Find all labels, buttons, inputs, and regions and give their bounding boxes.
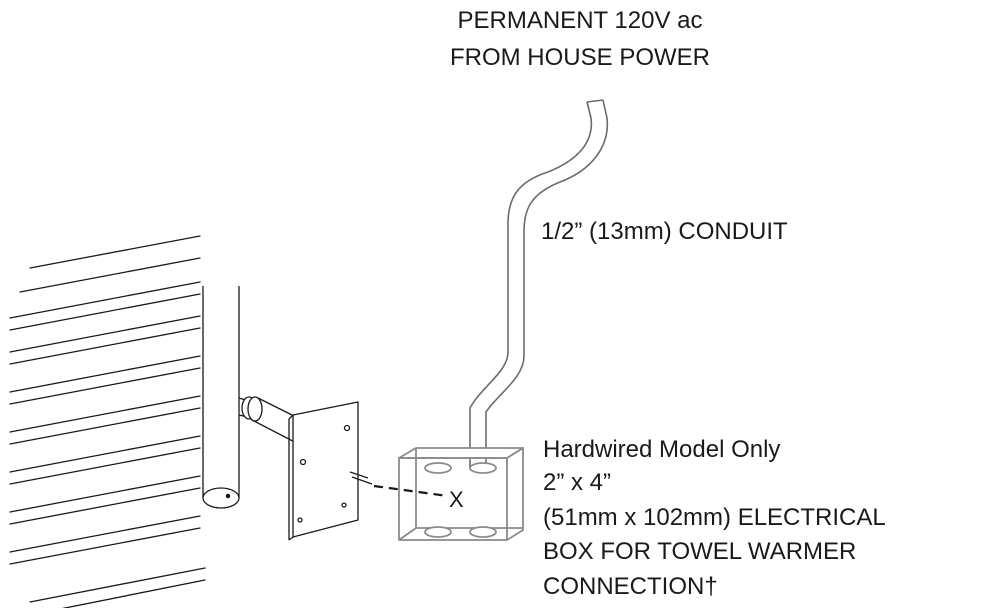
conduit [469,99,609,470]
wall-mount-bracket [238,396,359,541]
conduit-label: 1/2” (13mm) CONDUIT [541,218,788,245]
towel-warmer-bars [9,235,206,608]
electrical-box [398,447,524,541]
power-source-label-line2: FROM HOUSE POWER [449,44,710,71]
box-label-line4: BOX FOR TOWEL WARMER [543,538,857,565]
connection-mark: X [449,487,464,512]
towel-warmer-post [202,286,240,509]
box-label-line1: Hardwired Model Only [543,436,781,463]
box-label-line2: 2” x 4” [543,469,612,496]
box-label-line5: CONNECTION† [543,573,718,600]
bracket-wires [349,471,373,485]
box-label-line3: (51mm x 102mm) ELECTRICAL [543,504,886,531]
power-source-label-line1: PERMANENT 120V ac [457,7,703,34]
connection-dashed-line [373,484,449,498]
